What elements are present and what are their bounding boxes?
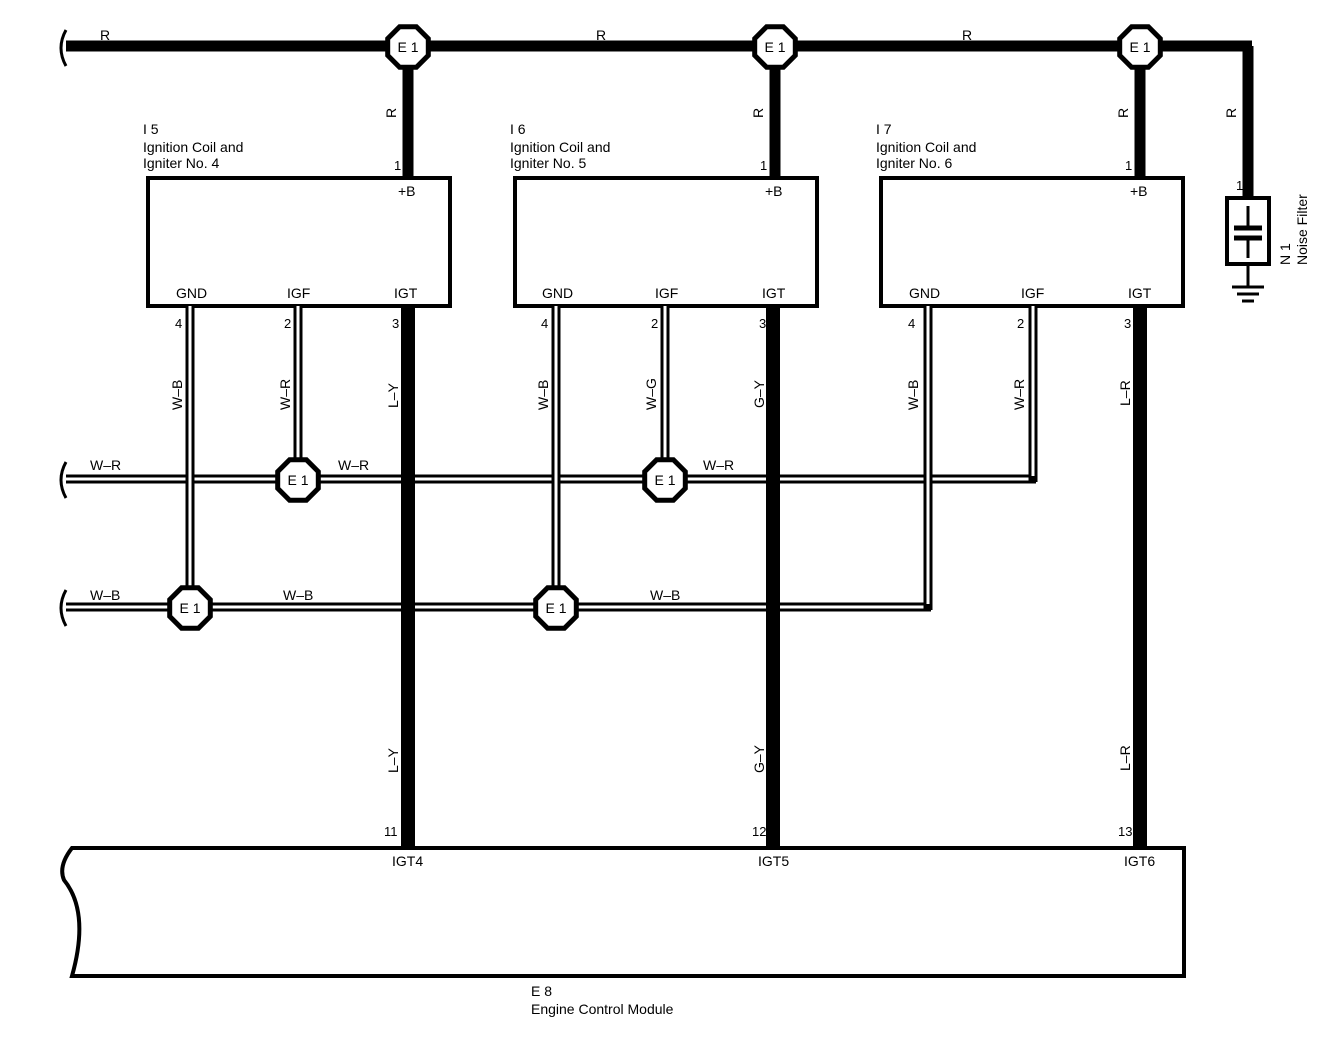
wire-color-label: L–Y xyxy=(385,382,401,408)
terminal-igf: IGF xyxy=(655,285,678,301)
terminal-b: +B xyxy=(765,183,783,199)
wire-break-mark xyxy=(59,29,68,67)
terminal-igf: IGF xyxy=(1021,285,1044,301)
pin-number: 2 xyxy=(651,316,658,331)
wire-color-label: W–B xyxy=(169,380,185,410)
wire-color-label: G–Y xyxy=(751,744,767,773)
splice-label: E 1 xyxy=(287,472,308,488)
terminal-igt: IGT xyxy=(394,285,418,301)
wire-color-label: R xyxy=(962,27,972,43)
wire-break-mark xyxy=(59,589,68,627)
splice-e1: E 1 xyxy=(533,585,579,631)
wire-color-label: W–R xyxy=(338,457,369,473)
pin-number: 1 xyxy=(760,158,767,173)
splice-e1: E 1 xyxy=(275,457,321,503)
pin-number: 1 xyxy=(1125,158,1132,173)
wire-color-label: R xyxy=(383,108,399,118)
terminal-b: +B xyxy=(398,183,416,199)
wire-color-label: L–R xyxy=(1117,745,1133,771)
pin-number: 3 xyxy=(392,316,399,331)
terminal-b: +B xyxy=(1130,183,1148,199)
component-name: Noise Filter xyxy=(1294,194,1310,265)
splice-e1: E 1 xyxy=(385,24,431,70)
wire-color-label: W–B xyxy=(535,380,551,410)
component-name: Engine Control Module xyxy=(531,1001,674,1017)
pin-number: 1 xyxy=(1236,178,1243,193)
component-name: Ignition Coil and xyxy=(876,139,976,155)
wire-color-label: W–R xyxy=(703,457,734,473)
terminal-gnd: GND xyxy=(909,285,940,301)
pin-number: 3 xyxy=(1124,316,1131,331)
splice-label: E 1 xyxy=(1129,39,1150,55)
wire-color-label: R xyxy=(750,108,766,118)
gnd-bus-wb: W–B W–B W–B W–B W–B W–B xyxy=(59,306,933,627)
component-id: I 5 xyxy=(143,121,159,137)
component-name: Igniter No. 4 xyxy=(143,155,219,171)
terminal-igt: IGT xyxy=(1128,285,1152,301)
ignition-coil-i6: I 6 Ignition Coil and Igniter No. 5 1 +B… xyxy=(510,121,819,331)
component-id: I 6 xyxy=(510,121,526,137)
component-name: Igniter No. 6 xyxy=(876,155,952,171)
terminal-igt: IGT xyxy=(762,285,786,301)
terminal-igt6: IGT6 xyxy=(1124,853,1155,869)
ignition-coil-i7: I 7 Ignition Coil and Igniter No. 6 1 +B… xyxy=(876,121,1185,331)
pin-number: 13 xyxy=(1118,824,1132,839)
wire-color-label: W–B xyxy=(650,587,680,603)
pin-number: 11 xyxy=(384,824,398,839)
wire-color-label: W–G xyxy=(643,378,659,410)
splice-label: E 1 xyxy=(179,600,200,616)
ground-icon xyxy=(1232,285,1264,303)
wire-color-label: R xyxy=(596,27,606,43)
splice-e1: E 1 xyxy=(642,457,688,503)
pin-number: 3 xyxy=(759,316,766,331)
component-id: N 1 xyxy=(1277,243,1293,265)
terminal-igf: IGF xyxy=(287,285,310,301)
wire-color-label: W–R xyxy=(90,457,121,473)
pin-number: 4 xyxy=(908,316,915,331)
splice-e1: E 1 xyxy=(167,585,213,631)
power-bus-r: R R R xyxy=(59,27,1254,196)
splice-e1: E 1 xyxy=(752,24,798,70)
splice-label: E 1 xyxy=(654,472,675,488)
wire-color-label: W–R xyxy=(277,379,293,410)
wire-color-label: R xyxy=(1223,108,1239,118)
pin-number: 1 xyxy=(394,158,401,173)
igf-bus-wr: W–R W–R W–R W–R W–G W–R xyxy=(59,306,1038,499)
splice-label: E 1 xyxy=(545,600,566,616)
wire-color-label: W–B xyxy=(283,587,313,603)
igt-wire-overlay xyxy=(401,470,1147,620)
pin-number: 12 xyxy=(752,824,766,839)
component-name: Ignition Coil and xyxy=(143,139,243,155)
pin-number: 4 xyxy=(175,316,182,331)
terminal-igt4: IGT4 xyxy=(392,853,423,869)
terminal-gnd: GND xyxy=(542,285,573,301)
noise-filter-n1: 1 N 1 Noise Filter xyxy=(1225,178,1310,303)
pin-number: 2 xyxy=(1017,316,1024,331)
pin-number: 4 xyxy=(541,316,548,331)
wire-color-label: W–B xyxy=(905,380,921,410)
wire-color-label: R xyxy=(1115,108,1131,118)
ecm-e8: 11 12 13 IGT4 IGT5 IGT6 E 8 Engine Contr… xyxy=(60,824,1186,1017)
ignition-coil-i5: I 5 Ignition Coil and Igniter No. 4 1 +B… xyxy=(143,121,452,331)
component-name: Ignition Coil and xyxy=(510,139,610,155)
terminal-gnd: GND xyxy=(176,285,207,301)
wire-color-label: L–Y xyxy=(385,747,401,773)
wire-color-label: W–B xyxy=(90,587,120,603)
splice-e1: E 1 xyxy=(1117,24,1163,70)
wire-color-label: W–R xyxy=(1011,379,1027,410)
splice-label: E 1 xyxy=(764,39,785,55)
splice-label: E 1 xyxy=(397,39,418,55)
wire-color-label: L–R xyxy=(1117,380,1133,406)
wire-color-label: R xyxy=(100,27,110,43)
wire-break-mark xyxy=(59,461,68,499)
pin-number: 2 xyxy=(284,316,291,331)
component-name: Igniter No. 5 xyxy=(510,155,586,171)
component-id: E 8 xyxy=(531,983,552,999)
splice-points: E 1 E 1 E 1 E 1 E 1 E 1 E 1 xyxy=(167,24,1163,631)
component-id: I 7 xyxy=(876,121,892,137)
wire-color-label: G–Y xyxy=(751,379,767,408)
terminal-igt5: IGT5 xyxy=(758,853,789,869)
